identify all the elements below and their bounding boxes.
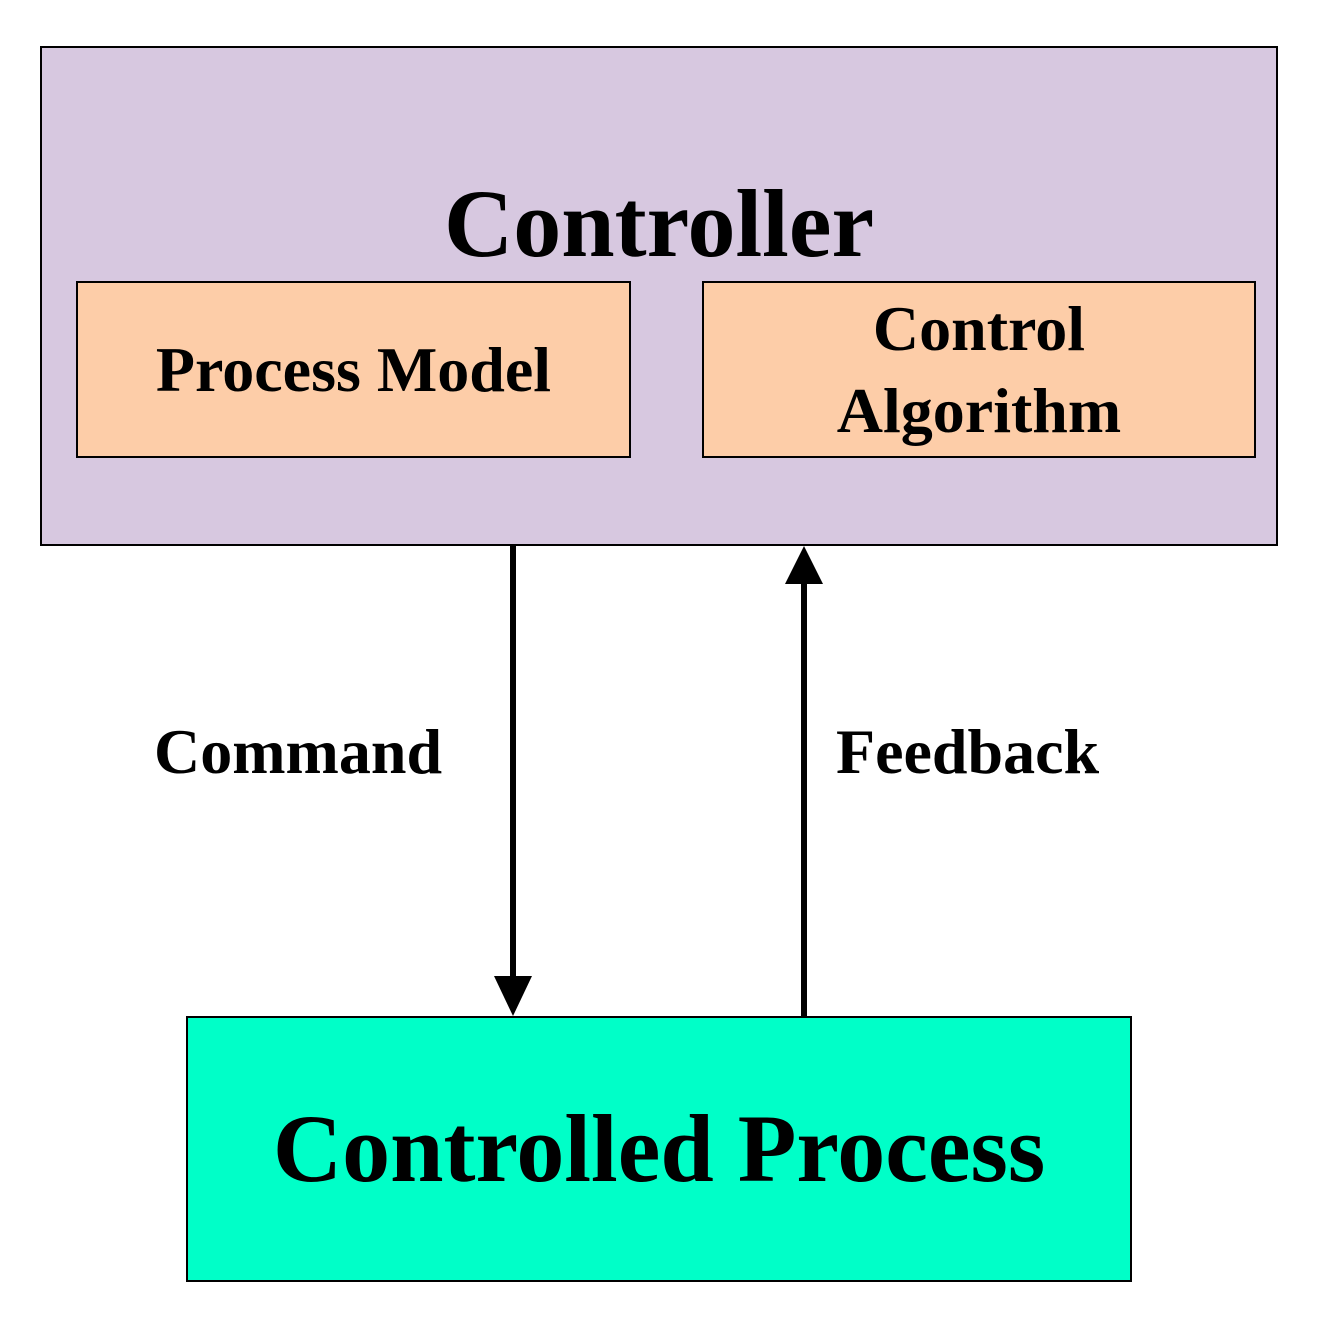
controlled-process-label: Controlled Process xyxy=(272,1095,1046,1202)
feedback-label: Feedback xyxy=(836,716,1100,787)
feedback-arrow xyxy=(785,546,823,1018)
controlled-process-box: Controlled Process xyxy=(186,1016,1132,1282)
control-algorithm-box: Control Algorithm xyxy=(702,281,1256,458)
command-label: Command xyxy=(154,716,443,787)
feedback-arrowhead xyxy=(785,546,823,584)
process-model-box: Process Model xyxy=(76,281,631,458)
command-arrowhead xyxy=(494,976,532,1016)
command-arrow xyxy=(494,544,532,1016)
control-algorithm-label-line1: Control xyxy=(872,292,1086,364)
controller-title: Controller xyxy=(443,170,875,277)
process-model-label: Process Model xyxy=(155,333,552,405)
control-algorithm-label-line2: Algorithm xyxy=(836,374,1122,446)
